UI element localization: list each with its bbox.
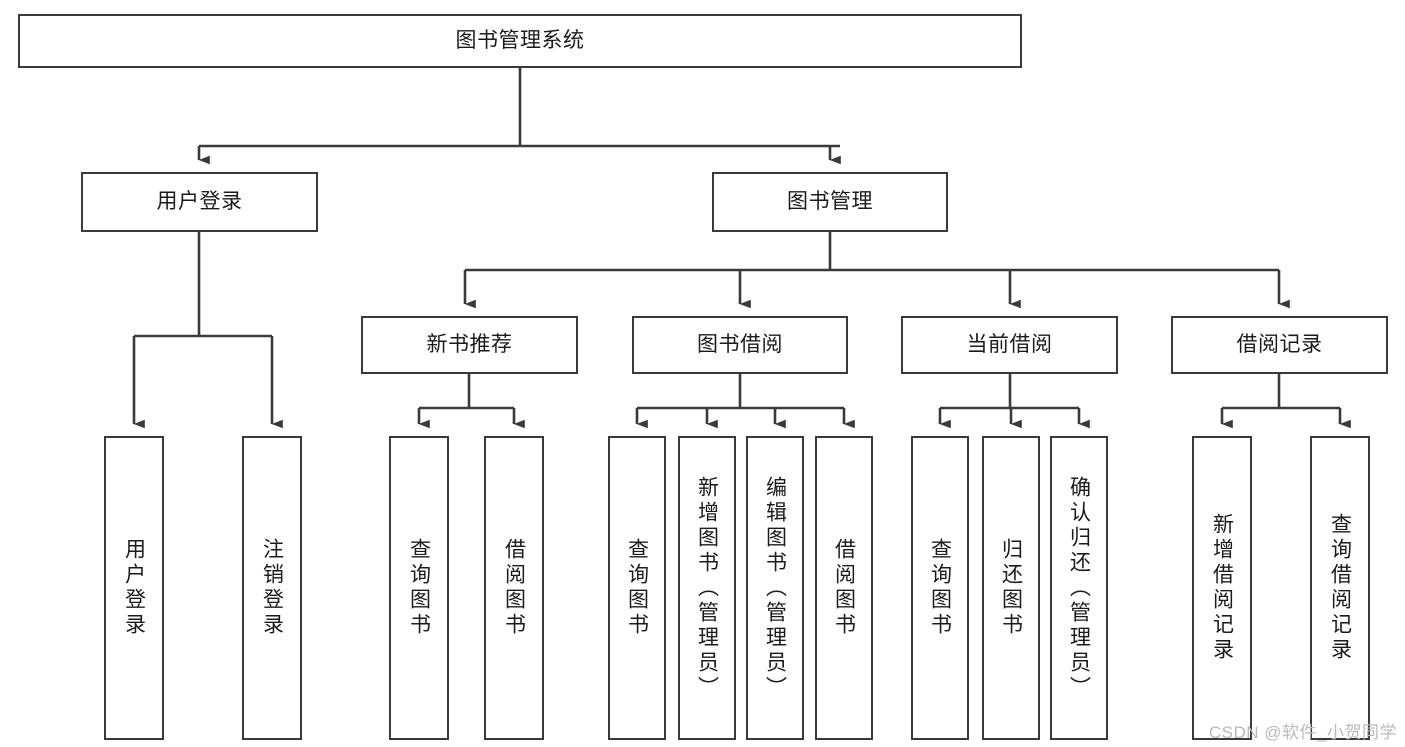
node-borrow-query-label: 查询图书 xyxy=(625,538,649,638)
node-book-manage[interactable]: 图书管理 xyxy=(712,172,948,232)
node-logout-do-label: 注销登录 xyxy=(260,538,284,638)
node-root[interactable]: 图书管理系统 xyxy=(18,14,1022,68)
node-rec-query[interactable]: 查询图书 xyxy=(389,436,449,740)
node-rec-search-label: 查询借阅记录 xyxy=(1328,513,1352,663)
node-cur-query-label: 查询图书 xyxy=(928,538,952,638)
node-book-borrow[interactable]: 图书借阅 xyxy=(632,316,848,374)
node-new-book-rec[interactable]: 新书推荐 xyxy=(361,316,578,374)
node-rec-borrow-label: 借阅图书 xyxy=(502,538,526,638)
node-cur-query[interactable]: 查询图书 xyxy=(911,436,969,740)
node-cur-confirm[interactable]: 确认归还（管理员） xyxy=(1050,436,1108,740)
node-book-borrow-label: 图书借阅 xyxy=(697,332,783,356)
node-borrow-record-label: 借阅记录 xyxy=(1236,332,1323,356)
node-rec-borrow[interactable]: 借阅图书 xyxy=(484,436,544,740)
node-cur-confirm-label: 确认归还（管理员） xyxy=(1067,475,1091,701)
node-user-login[interactable]: 用户登录 xyxy=(81,172,318,232)
node-borrow-query[interactable]: 查询图书 xyxy=(608,436,666,740)
node-borrow-record[interactable]: 借阅记录 xyxy=(1171,316,1388,374)
node-borrow-add[interactable]: 新增图书（管理员） xyxy=(678,436,736,740)
node-login-do[interactable]: 用户登录 xyxy=(104,436,164,740)
node-current-borrow-label: 当前借阅 xyxy=(966,332,1053,356)
node-rec-add[interactable]: 新增借阅记录 xyxy=(1192,436,1252,740)
node-rec-add-label: 新增借阅记录 xyxy=(1210,513,1234,663)
node-cur-return[interactable]: 归还图书 xyxy=(982,436,1040,740)
node-current-borrow[interactable]: 当前借阅 xyxy=(901,316,1118,374)
node-borrow-lend[interactable]: 借阅图书 xyxy=(815,436,873,740)
node-borrow-edit[interactable]: 编辑图书（管理员） xyxy=(746,436,804,740)
node-book-manage-label: 图书管理 xyxy=(787,189,873,213)
node-cur-return-label: 归还图书 xyxy=(999,538,1023,638)
node-logout-do[interactable]: 注销登录 xyxy=(242,436,302,740)
node-new-book-rec-label: 新书推荐 xyxy=(426,332,513,356)
node-borrow-edit-label: 编辑图书（管理员） xyxy=(763,475,787,701)
node-rec-query-label: 查询图书 xyxy=(407,538,431,638)
node-borrow-lend-label: 借阅图书 xyxy=(832,538,856,638)
node-rec-search[interactable]: 查询借阅记录 xyxy=(1310,436,1370,740)
node-borrow-add-label: 新增图书（管理员） xyxy=(695,475,719,701)
node-user-login-label: 用户登录 xyxy=(156,189,243,213)
node-root-label: 图书管理系统 xyxy=(455,28,585,52)
node-login-do-label: 用户登录 xyxy=(122,538,146,638)
